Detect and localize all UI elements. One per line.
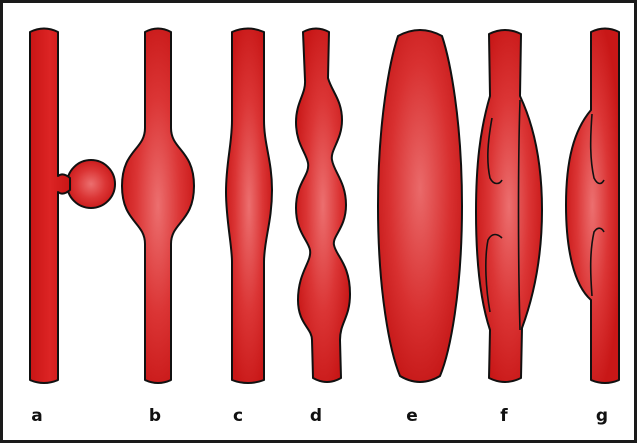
- label-d: d: [301, 406, 331, 426]
- vessel-a-sac: [67, 160, 115, 208]
- vessel-e: [378, 30, 462, 382]
- label-c: c: [223, 406, 253, 426]
- vessel-e-shape: [378, 30, 462, 382]
- label-f: f: [489, 406, 519, 426]
- label-e: e: [397, 406, 427, 426]
- label-g: g: [587, 406, 617, 426]
- label-a: a: [22, 406, 52, 426]
- label-b: b: [140, 406, 170, 426]
